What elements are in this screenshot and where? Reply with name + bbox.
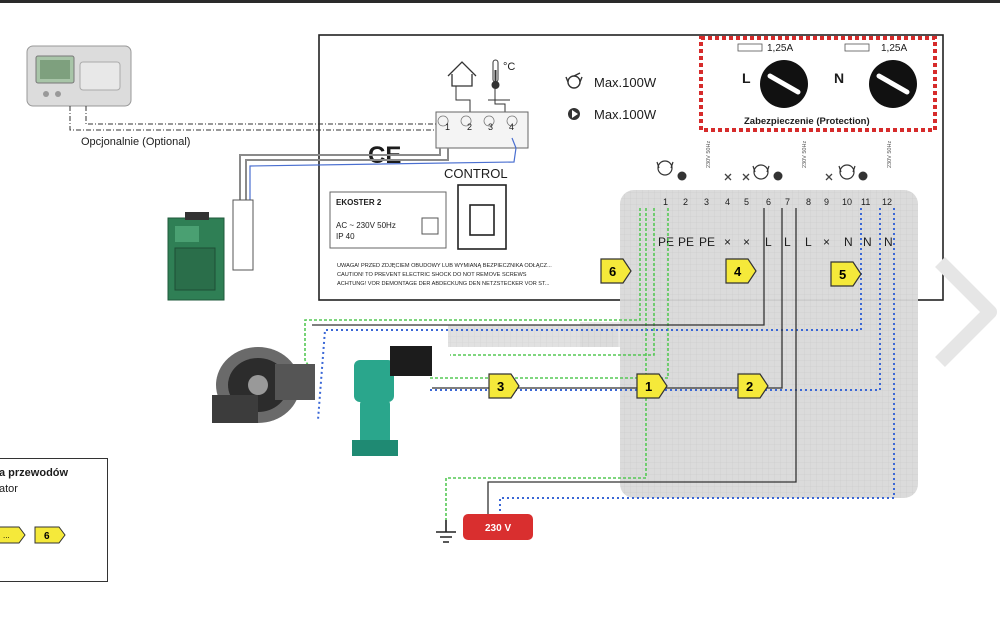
wire-tag-label-1: 1 (645, 379, 652, 394)
fuse-caption: Zabezpieczenie (Protection) (744, 116, 870, 127)
sensor-terminal-2: 2 (467, 122, 472, 132)
terminal-role-6: L (765, 235, 772, 249)
wire-tag-label-6: 6 (609, 264, 616, 279)
wire-tag-label-4: 4 (734, 264, 742, 279)
wire-tag-1 (636, 373, 668, 399)
plate-model: EKOSTER 2 (336, 198, 382, 207)
terminal-number-7: 7 (785, 197, 790, 207)
legend-tag-6: 6 (44, 531, 50, 542)
terminal-strip: 1PE 2PE 3PE 4 × 5 × 6L 7L 8L 9 × 10N 11N 12N (658, 197, 893, 249)
sensor-terminal-block (435, 111, 529, 149)
terminal-number-5: 5 (744, 197, 749, 207)
fuse-rating-L: 1,25A (767, 43, 793, 54)
control-label: CONTROL (444, 166, 508, 181)
wire-tag-label-2: 2 (746, 379, 753, 394)
wire-tag-5 (830, 261, 862, 287)
terminal-number-4: 4 (725, 197, 730, 207)
ground-icon (436, 520, 456, 543)
terminal-role-7: L (784, 235, 791, 249)
pump-icon (568, 108, 580, 120)
wire-legend: a przewodów ator ... 6 (0, 458, 108, 582)
fuse-label-L: L (742, 70, 751, 86)
sensor-terminal-3: 3 (488, 122, 493, 132)
block-rating-2: 230V 50Hz (802, 141, 808, 168)
optional-label: Opcjonalnie (Optional) (81, 136, 190, 148)
terminal-role-12: N (884, 235, 893, 249)
fan-rating: Max.100W (594, 75, 657, 90)
fuse-N (844, 43, 917, 108)
terminal-role-8: L (805, 235, 812, 249)
terminal-number-6: 6 (766, 197, 771, 207)
legend-tag-ellipsis: ... (3, 531, 10, 540)
terminal-role-9: × (823, 235, 830, 249)
house-icon (447, 61, 477, 87)
terminal-number-9: 9 (824, 197, 829, 207)
circulation-pump-image (352, 346, 432, 456)
legend-title: a przewodów (0, 467, 69, 479)
sensor-terminal-4: 4 (509, 122, 514, 132)
block-icons (656, 160, 856, 180)
wire-tag-2 (737, 373, 769, 399)
supply-label: 230 V (485, 523, 511, 534)
blower-fan-image (212, 347, 315, 423)
terminal-role-11: N (863, 235, 872, 249)
terminal-number-2: 2 (683, 197, 688, 207)
sensor-terminal-1: 1 (445, 122, 450, 132)
temperature-probe (232, 199, 254, 271)
terminal-role-4: × (724, 235, 731, 249)
next-chevron-icon[interactable] (935, 257, 997, 367)
terminal-number-3: 3 (704, 197, 709, 207)
legend-subtitle: ator (0, 483, 18, 495)
terminal-role-3: PE (699, 235, 715, 249)
plate-supply: AC ~ 230V 50Hz (336, 221, 396, 230)
terminal-role-5: × (743, 235, 750, 249)
control-button-icon (457, 184, 507, 250)
plate-ip: IP 40 (336, 232, 355, 241)
block-rating-1: 230V 50Hz (706, 141, 712, 168)
warning-line-2: CAUTION! TO PREVENT ELECTRIC SHOCK DO NO… (337, 272, 527, 278)
fan-icon (565, 72, 583, 89)
thermometer-icon (491, 59, 500, 89)
wire-tag-4 (725, 258, 757, 284)
fuse-L (737, 43, 808, 108)
fuse-rating-N: 1,25A (881, 43, 907, 54)
terminal-number-10: 10 (842, 197, 852, 207)
pump-rating: Max.100W (594, 107, 657, 122)
terminal-role-10: N (844, 235, 853, 249)
fuse-label-N: N (834, 70, 844, 86)
fuse-protection-frame (699, 36, 937, 132)
nameplate: EKOSTER 2 AC ~ 230V 50Hz IP 40 (329, 191, 447, 249)
terminal-number-11: 11 (861, 197, 870, 207)
terminal-role-1: PE (658, 235, 674, 249)
wires (304, 208, 895, 520)
terminal-number-8: 8 (806, 197, 811, 207)
legend-tags: ... 6 (0, 526, 66, 544)
block-rating-3: 230V 50Hz (887, 141, 893, 168)
wire-tag-label-3: 3 (497, 379, 504, 394)
supply-230v-box (463, 514, 533, 540)
boiler-image (167, 212, 225, 301)
wire-tag-3 (488, 373, 520, 399)
terminal-number-12: 12 (882, 197, 892, 207)
terminal-number-1: 1 (663, 197, 668, 207)
warning-line-3: ACHTUNG! VOR DEMONTAGE DER ABDECKUNG DEN… (337, 281, 550, 287)
room-thermostat (26, 45, 132, 107)
wire-tag-6 (600, 258, 632, 284)
temp-unit: °C (503, 61, 515, 73)
terminal-role-2: PE (678, 235, 694, 249)
wire-tag-label-5: 5 (839, 267, 846, 282)
warning-line-1: UWAGA! PRZED ZDJĘCIEM OBUDOWY LUB WYMIAN… (337, 263, 552, 269)
